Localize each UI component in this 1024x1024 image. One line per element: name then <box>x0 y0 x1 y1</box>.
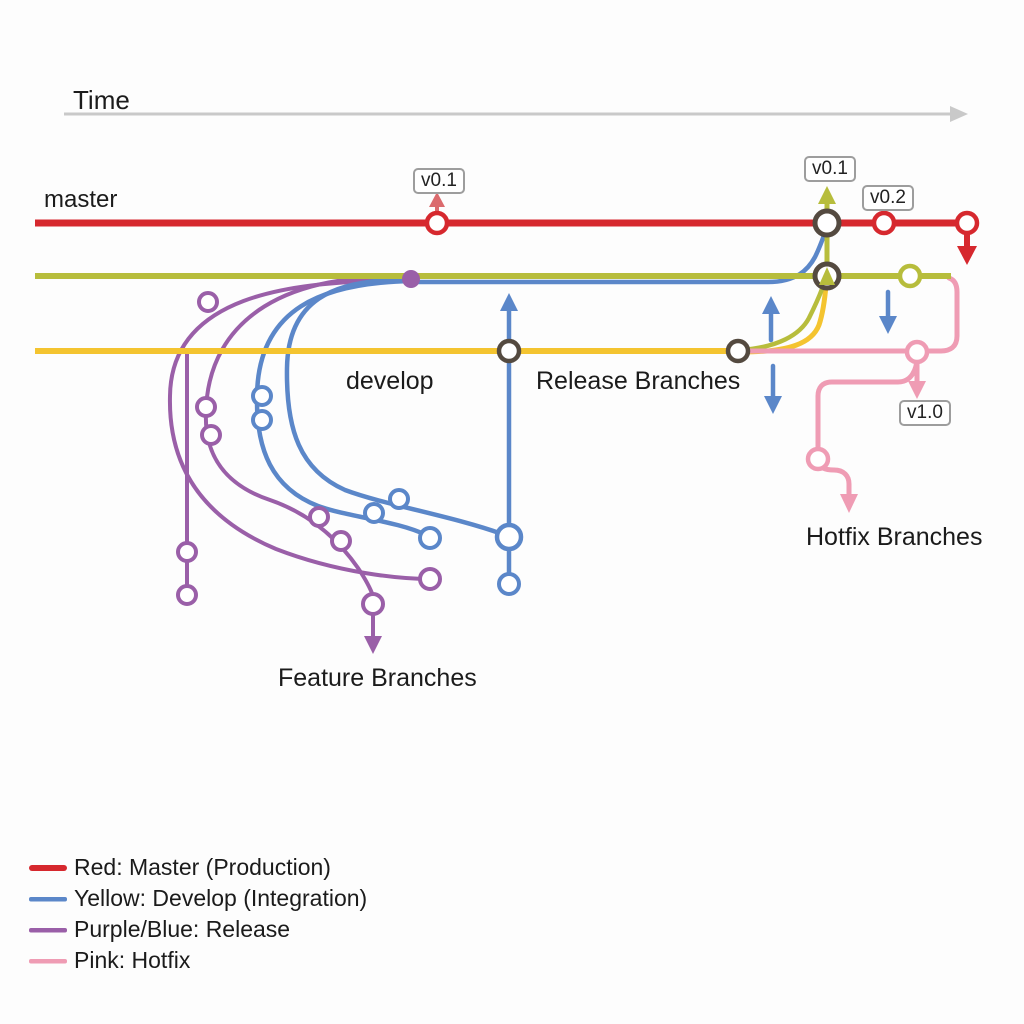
version-tag-v0.2: v0.2 <box>862 185 914 211</box>
merge-node <box>496 338 522 364</box>
legend-label: Pink: Hotfix <box>74 947 191 973</box>
legend-swatch-purple <box>29 927 67 932</box>
branch-tip-node <box>361 592 385 616</box>
release-branches-blue <box>254 227 891 587</box>
feature-branch-curve <box>167 278 432 581</box>
commit-node <box>200 424 222 446</box>
commit-node <box>308 506 330 528</box>
swatch-bar <box>29 958 67 963</box>
time-axis-arrowhead-icon <box>950 106 968 122</box>
time-axis-label: Time <box>73 85 130 115</box>
merge-node <box>725 338 751 364</box>
olive-up-arrowhead-icon <box>818 186 836 204</box>
commit-node <box>197 291 219 313</box>
commit-node <box>195 396 217 418</box>
feature-branches-label: Feature Branches <box>278 664 477 692</box>
blue-up-arrowhead-icon <box>762 296 780 314</box>
version-tag-v1.0: v1.0 <box>899 400 951 426</box>
commit-node <box>871 210 897 236</box>
release-parallel-line <box>408 227 829 285</box>
commit-node <box>388 488 410 510</box>
blue-branch-curve <box>284 277 505 537</box>
legend-row-master: Red: Master (Production) <box>29 852 367 883</box>
blue-down-arrowhead-icon <box>879 316 897 334</box>
commit-node <box>176 541 198 563</box>
branch-tip-node <box>418 526 442 550</box>
commit-node <box>897 263 923 289</box>
commit-node <box>424 210 450 236</box>
hotfix-main-path <box>737 275 960 354</box>
swatch-bar <box>29 927 67 932</box>
version-tag-v0.1-release: v0.1 <box>804 156 856 182</box>
legend-label: Red: Master (Production) <box>74 854 331 880</box>
pink-down-arrowhead-icon <box>908 381 926 399</box>
swatch-bar <box>29 864 67 871</box>
merge-node <box>494 522 524 552</box>
commit-node <box>363 502 385 524</box>
feature-branch-curve <box>203 275 412 598</box>
legend-row-develop: Yellow: Develop (Integration) <box>29 883 367 914</box>
legend-label: Yellow: Develop (Integration) <box>74 885 368 911</box>
commit-node <box>330 530 352 552</box>
legend-row-hotfix: Pink: Hotfix <box>29 945 367 976</box>
salmon-up-arrowhead-icon <box>429 192 445 207</box>
legend-swatch-red <box>29 864 67 871</box>
version-tag-v0.1-master: v0.1 <box>413 168 465 194</box>
blue-up-arrowhead-icon <box>500 293 518 311</box>
release-branches-label: Release Branches <box>536 367 741 395</box>
swatch-bar <box>29 896 67 901</box>
branch-tip-node <box>176 584 198 606</box>
pink-down-arrowhead-icon <box>840 494 858 513</box>
branch-point-dot <box>402 270 420 288</box>
legend-swatch-blue <box>29 896 67 901</box>
feature-branches-purple <box>167 275 432 640</box>
olive-mini-arrowhead-icon <box>819 267 835 285</box>
legend-row-release: Purple/Blue: Release <box>29 914 367 945</box>
commit-node <box>904 339 930 365</box>
commit-node <box>251 409 273 431</box>
red-down-arrowhead-icon <box>957 246 977 265</box>
olive-merge-curve <box>739 286 825 353</box>
branch-tip-node <box>418 567 442 591</box>
legend-swatch-pink <box>29 958 67 963</box>
legend: Red: Master (Production) Yellow: Develop… <box>29 852 367 976</box>
commit-node <box>251 385 273 407</box>
feature-down-arrowhead-icon <box>364 636 382 654</box>
branch-tip-node <box>497 572 521 596</box>
time-axis <box>64 106 968 122</box>
commit-nodes <box>176 208 980 616</box>
blue-down-arrowhead-icon <box>764 396 782 414</box>
commit-node <box>805 446 831 472</box>
hotfix-branches-label: Hotfix Branches <box>806 523 983 551</box>
master-branch-label: master <box>44 186 118 213</box>
merge-node <box>812 208 842 238</box>
legend-label: Purple/Blue: Release <box>74 916 291 942</box>
develop-branch-label: develop <box>346 367 434 395</box>
commit-node <box>954 210 980 236</box>
